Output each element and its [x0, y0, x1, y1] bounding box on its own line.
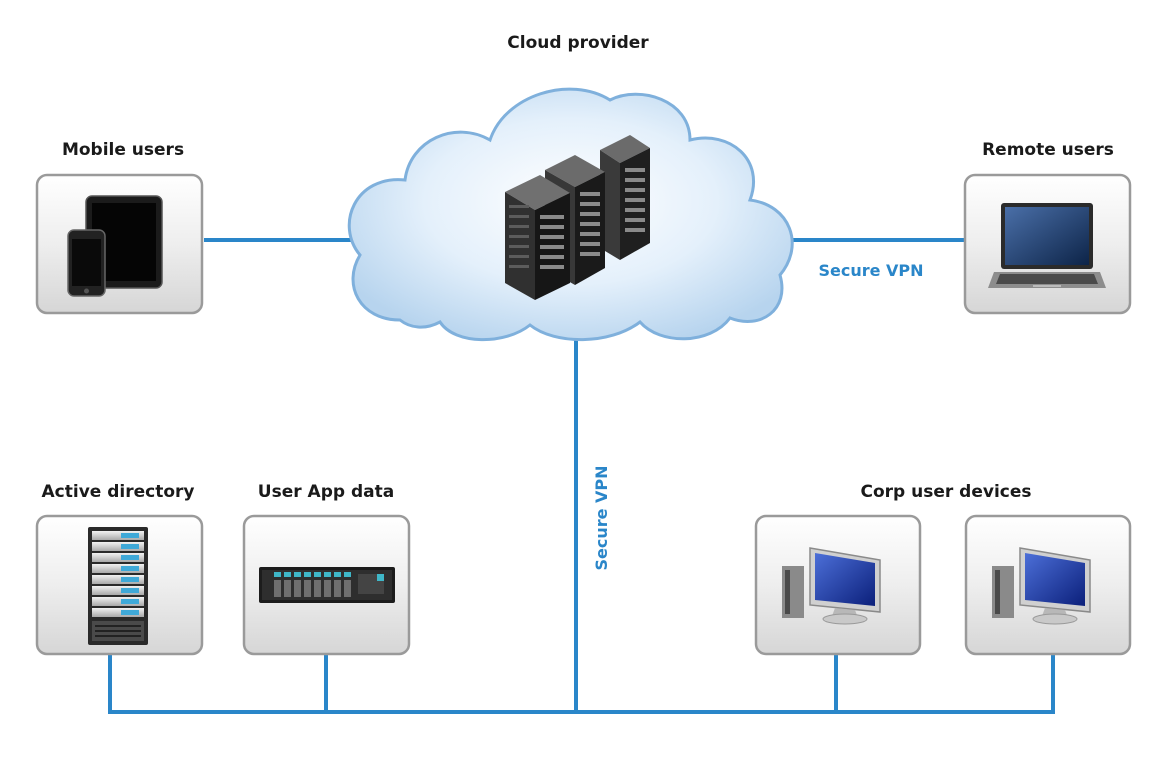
corp-device-card-1: [754, 514, 922, 656]
lan-bus: [108, 655, 1055, 714]
secure-vpn-remote-label: Secure VPN: [818, 261, 923, 280]
laptop-icon: [988, 203, 1106, 288]
rack-server-icon: [259, 567, 395, 603]
connections: [108, 238, 1055, 714]
corp-user-devices-label: Corp user devices: [860, 482, 1031, 502]
user-app-data-label: User App data: [258, 482, 394, 502]
cloud-provider-label: Cloud provider: [507, 33, 649, 53]
secure-vpn-vertical-label: Secure VPN: [592, 465, 611, 570]
remote-users-card: [963, 173, 1132, 315]
mobile-users-label: Mobile users: [62, 140, 184, 160]
mobile-users-card: [35, 173, 204, 315]
tower-server-icon: [88, 527, 148, 645]
tablet-phone-icon: [67, 195, 163, 297]
corp-device-card-2: [964, 514, 1132, 656]
active-directory-label: Active directory: [42, 482, 195, 502]
desktop-computer-icon: [992, 547, 1091, 625]
active-directory-card: [35, 514, 204, 656]
remote-users-label: Remote users: [982, 140, 1114, 160]
server-rack-icon: [505, 135, 650, 300]
user-app-data-card: [242, 514, 411, 656]
desktop-computer-icon: [782, 547, 881, 625]
